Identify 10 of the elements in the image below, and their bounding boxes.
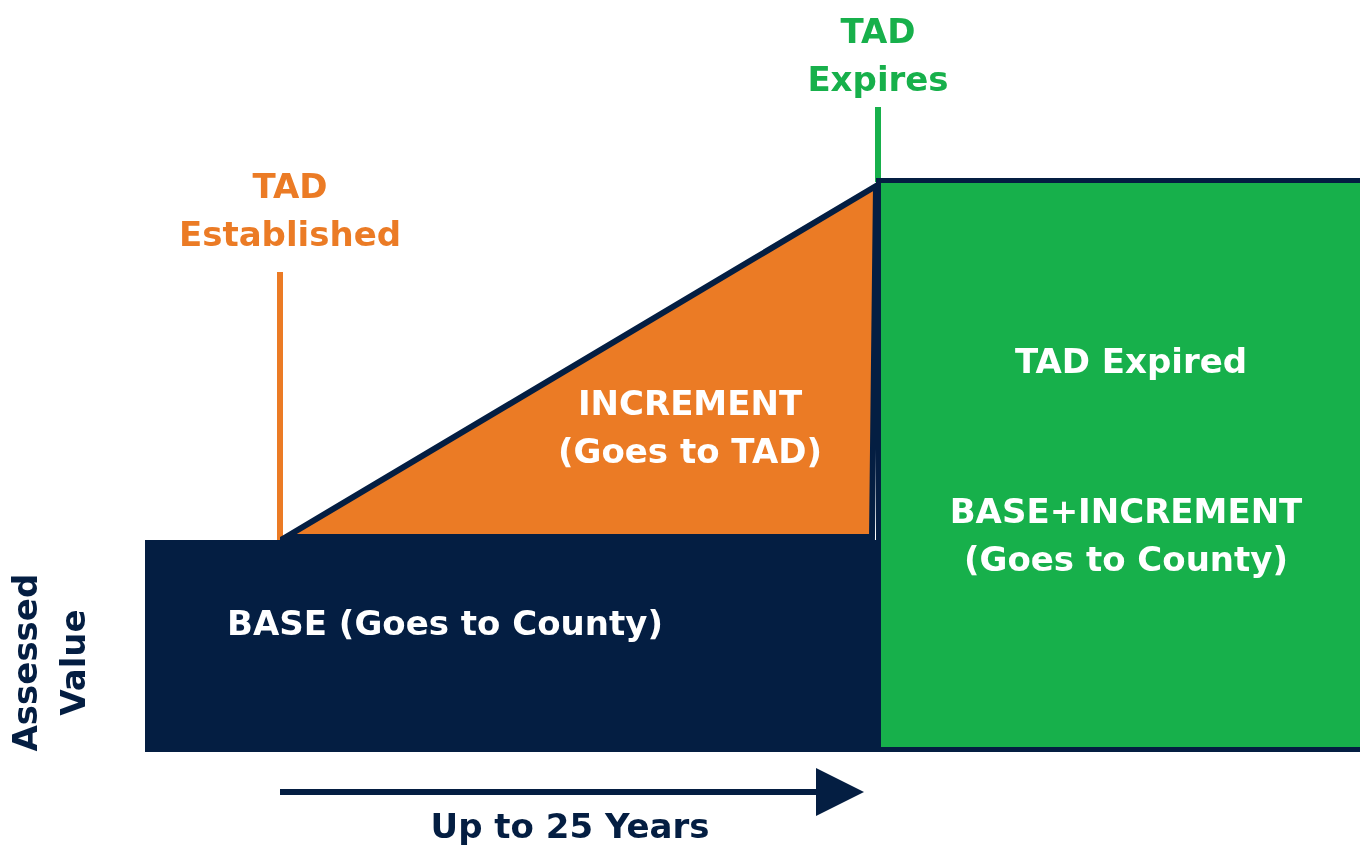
duration-label: Up to 25 Years — [429, 806, 711, 847]
expired-block — [876, 178, 1360, 752]
event-label: TAD Expires — [806, 10, 950, 101]
base-block — [145, 540, 878, 752]
block-label: BASE (Goes to County) — [226, 602, 664, 645]
block-label: INCREMENT (Goes to TAD) — [557, 382, 823, 473]
block-label: BASE+INCREMENT (Goes to County) — [948, 490, 1304, 581]
block-label: TAD Expired — [1013, 340, 1249, 383]
event-label: TAD Established — [177, 165, 403, 256]
axis-label: Assessed Value — [4, 572, 94, 754]
